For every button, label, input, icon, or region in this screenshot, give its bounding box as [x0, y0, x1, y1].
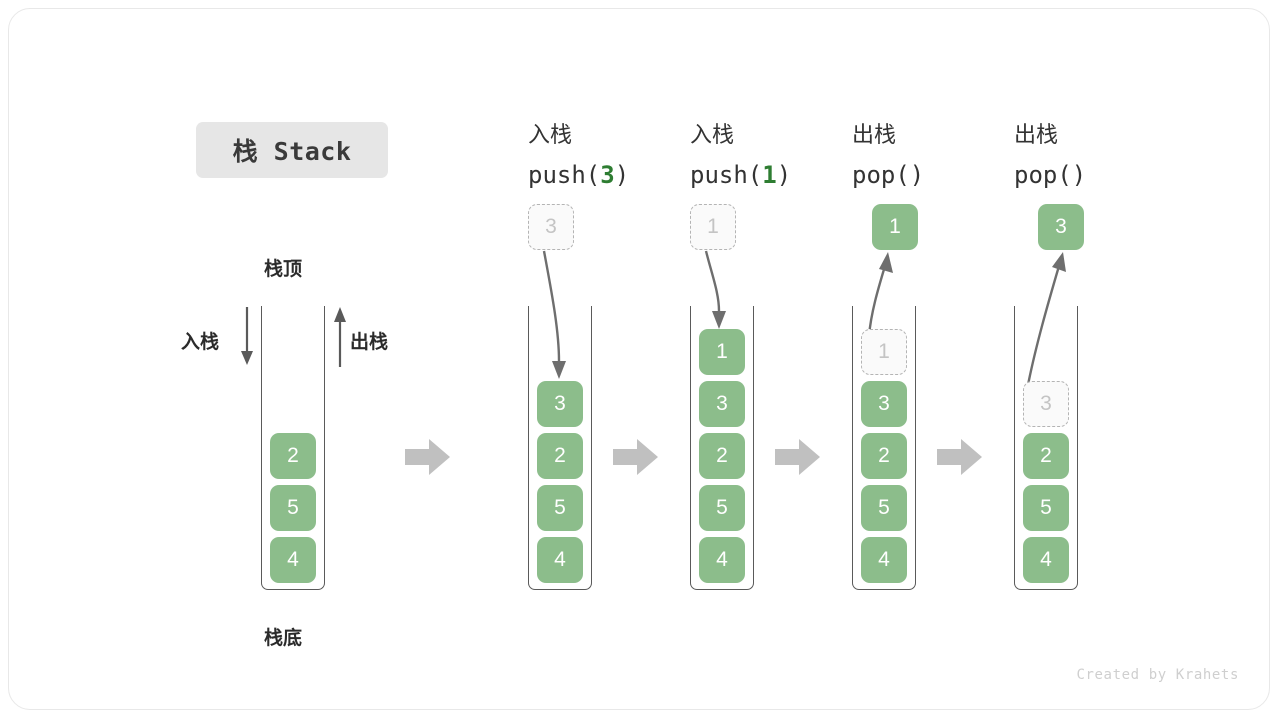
cell-stack-pop1-4: 4 [861, 537, 907, 583]
cell-value: 2 [537, 433, 583, 479]
op-code-suffix: ) [909, 161, 925, 189]
flow-arrow-3 [775, 437, 821, 477]
diagram-canvas: 栈 Stack 栈顶 栈底 入栈 出栈 2 5 [8, 8, 1270, 710]
cell-value: 4 [1023, 537, 1069, 583]
op-label-cn: 入栈 [528, 122, 573, 147]
op-header-push-3: 入栈 push(3) [528, 115, 688, 195]
cell-stack-pop3-3: 5 [1023, 485, 1069, 531]
cell-stack-push1-0: 1 [699, 329, 745, 375]
push-direction-arrow [237, 307, 257, 367]
cell-value: 4 [861, 537, 907, 583]
cell-stack-push3-2: 5 [537, 485, 583, 531]
floating-element-push-1: 1 [690, 204, 736, 250]
cell-value: 4 [537, 537, 583, 583]
op-code-prefix: pop( [852, 161, 910, 189]
op-header-pop-3: 出栈 pop() [1014, 115, 1174, 195]
stack-bottom-label: 栈底 [264, 628, 303, 649]
pop-motion-arrow-3 [1021, 252, 1069, 392]
pop-side-label: 出栈 [350, 332, 389, 353]
op-label-cn: 出栈 [1014, 122, 1059, 147]
floating-element-pop-3: 3 [1038, 204, 1084, 250]
cell-value: 1 [872, 204, 918, 250]
cell-value: 5 [861, 485, 907, 531]
pop-direction-arrow [330, 307, 350, 367]
stack-container-pop-3 [1014, 306, 1078, 590]
cell-stack-pop1-1: 3 [861, 381, 907, 427]
cell-stack-push3-3: 4 [537, 537, 583, 583]
flow-arrow-1 [405, 437, 451, 477]
cell-value: 4 [270, 537, 316, 583]
diagram-title: 栈 Stack [196, 122, 388, 178]
op-code-prefix: push( [690, 161, 763, 189]
cell-stack-pop1-3: 5 [861, 485, 907, 531]
cell-value: 5 [1023, 485, 1069, 531]
stack-container-push-1 [690, 306, 754, 590]
cell-stack-pop3-2: 2 [1023, 433, 1069, 479]
cell-value: 1 [861, 329, 907, 375]
push-side-label: 入栈 [181, 332, 220, 353]
watermark-credit: Created by Krahets [1076, 667, 1239, 683]
op-label-code: pop() [1014, 155, 1174, 195]
op-label-cn: 出栈 [852, 122, 897, 147]
op-code-suffix: ) [614, 161, 630, 189]
op-code-prefix: pop( [1014, 161, 1072, 189]
cell-stack-initial-0: 2 [270, 433, 316, 479]
cell-value: 3 [537, 381, 583, 427]
push-motion-arrow-1 [703, 249, 737, 334]
cell-value: 5 [699, 485, 745, 531]
cell-stack-initial-1: 5 [270, 485, 316, 531]
cell-value: 2 [1023, 433, 1069, 479]
op-header-pop-1: 出栈 pop() [852, 115, 1012, 195]
cell-value: 1 [690, 204, 736, 250]
stack-container-initial [261, 306, 325, 590]
stack-container-push-3 [528, 306, 592, 590]
cell-value: 2 [861, 433, 907, 479]
cell-value: 3 [1038, 204, 1084, 250]
stack-top-label: 栈顶 [264, 259, 303, 280]
cell-stack-pop3-1: 3 [1023, 381, 1069, 427]
cell-stack-push1-4: 4 [699, 537, 745, 583]
cell-value: 2 [699, 433, 745, 479]
flow-arrow-2 [613, 437, 659, 477]
op-code-arg: 3 [600, 161, 615, 189]
op-code-suffix: ) [776, 161, 792, 189]
op-header-push-1: 入栈 push(1) [690, 115, 850, 195]
cell-stack-push1-3: 5 [699, 485, 745, 531]
push-motion-arrow-3 [541, 249, 581, 384]
cell-stack-push1-2: 2 [699, 433, 745, 479]
op-code-prefix: push( [528, 161, 601, 189]
cell-value: 5 [537, 485, 583, 531]
cell-value: 3 [861, 381, 907, 427]
floating-element-pop-1: 1 [872, 204, 918, 250]
cell-stack-initial-2: 4 [270, 537, 316, 583]
cell-value: 5 [270, 485, 316, 531]
cell-value: 4 [699, 537, 745, 583]
stack-container-pop-1 [852, 306, 916, 590]
cell-stack-pop1-2: 2 [861, 433, 907, 479]
op-label-cn: 入栈 [690, 122, 735, 147]
op-label-code: push(1) [690, 155, 850, 195]
cell-value: 3 [1023, 381, 1069, 427]
op-label-code: push(3) [528, 155, 688, 195]
cell-stack-pop1-0: 1 [861, 329, 907, 375]
cell-stack-push3-0: 3 [537, 381, 583, 427]
cell-stack-push1-1: 3 [699, 381, 745, 427]
op-label-code: pop() [852, 155, 1012, 195]
floating-element-push-3: 3 [528, 204, 574, 250]
op-code-suffix: ) [1071, 161, 1087, 189]
cell-value: 2 [270, 433, 316, 479]
op-code-arg: 1 [762, 161, 777, 189]
cell-stack-pop3-4: 4 [1023, 537, 1069, 583]
flow-arrow-4 [937, 437, 983, 477]
cell-stack-push3-1: 2 [537, 433, 583, 479]
cell-value: 3 [699, 381, 745, 427]
cell-value: 3 [528, 204, 574, 250]
cell-value: 1 [699, 329, 745, 375]
